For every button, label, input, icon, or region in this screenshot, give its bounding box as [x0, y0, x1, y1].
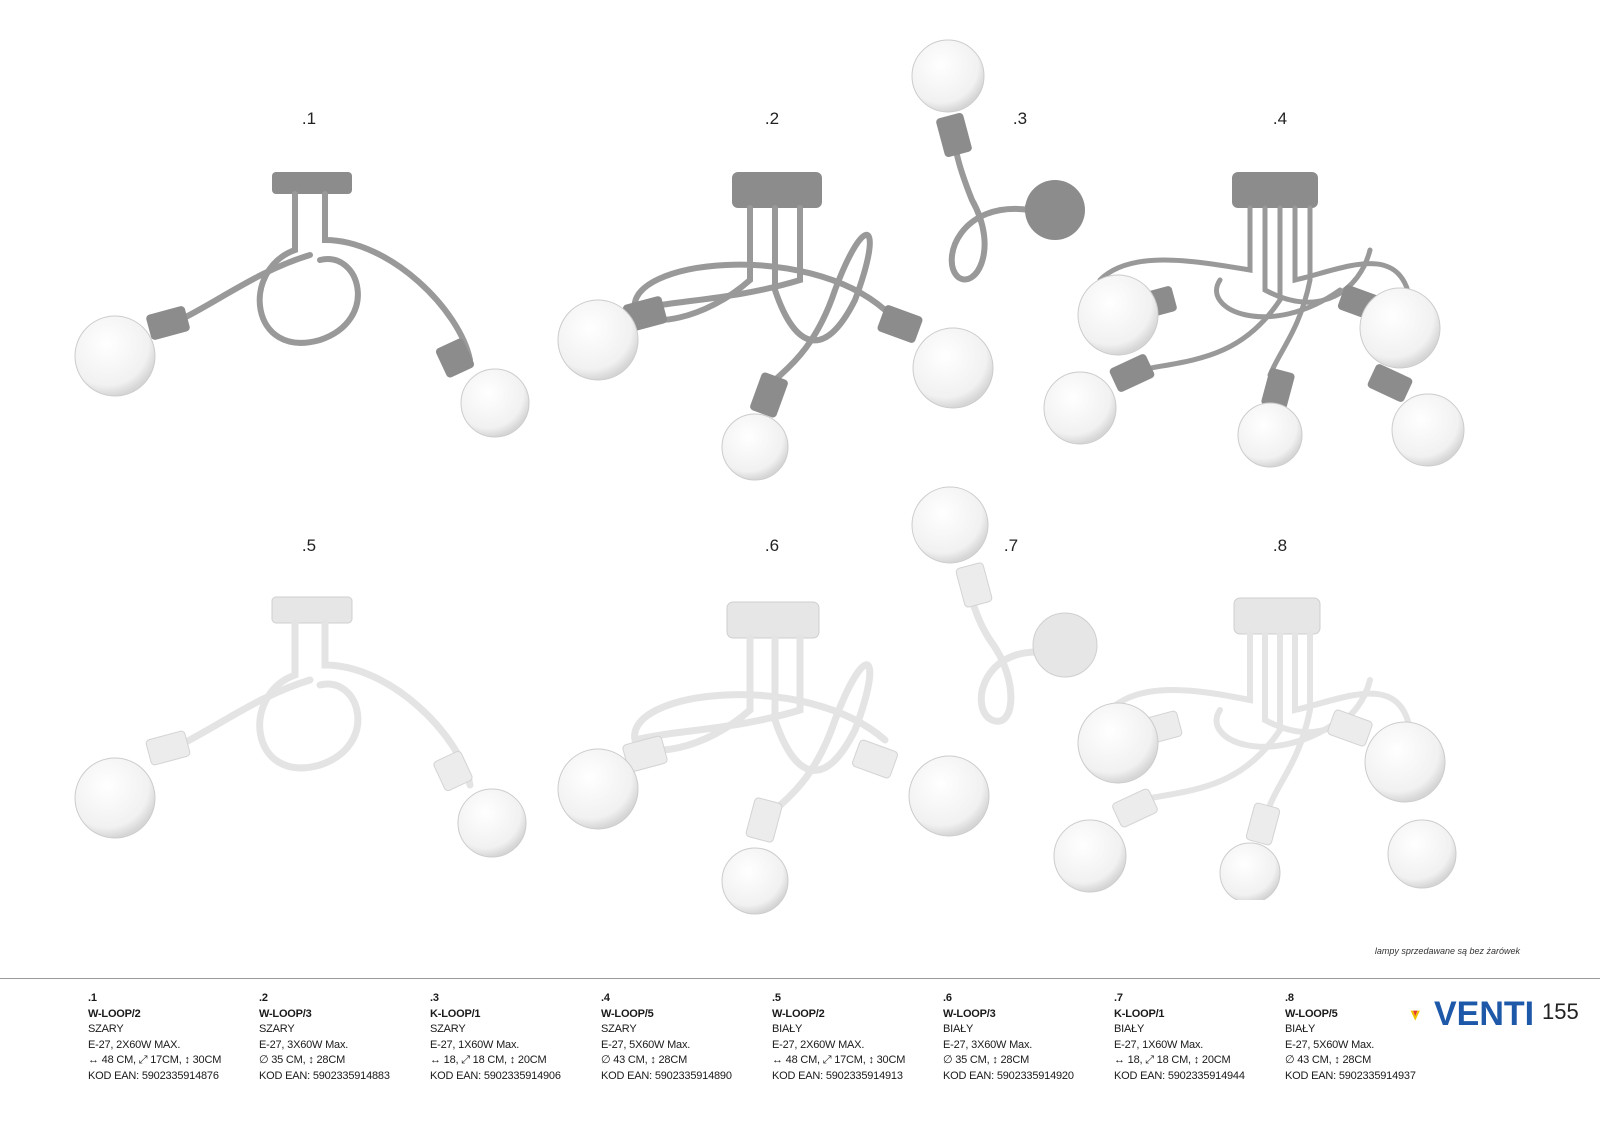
spec-code: K-LOOP/1 — [430, 1007, 481, 1020]
lamp-image-3 — [900, 30, 1100, 290]
spec-code: W-LOOP/2 — [88, 1007, 141, 1020]
spec-bulbs: E-27, 1X60W Max. — [430, 1038, 520, 1051]
product-number-4: .4 — [1272, 109, 1288, 128]
product-number-3: .3 — [1012, 109, 1028, 128]
lamp-image-6 — [555, 590, 1015, 935]
product-number-5: .5 — [301, 536, 317, 555]
product-number-2: .2 — [764, 109, 780, 128]
spec-number: .5 — [772, 992, 781, 1004]
spec-bulbs: E-27, 2X60W MAX. — [772, 1038, 865, 1051]
spec-number: .1 — [88, 992, 97, 1004]
spec-dims: ∅ 43 CM, ↕ 28CM — [1285, 1054, 1372, 1066]
product-number-7: .7 — [1003, 536, 1019, 555]
spec-ean: KOD EAN: 5902335914890 — [601, 1069, 732, 1082]
spec-ean: KOD EAN: 5902335914913 — [772, 1069, 903, 1082]
spec-number: .8 — [1285, 992, 1294, 1004]
spec-code: K-LOOP/1 — [1114, 1007, 1165, 1020]
spec-block-3: .3 K-LOOP/1 SZARY E-27, 1X60W Max. ↔ 18,… — [430, 991, 595, 1084]
spec-block-7: .7 K-LOOP/1 BIAŁY E-27, 1X60W Max. ↔ 18,… — [1114, 991, 1279, 1084]
spec-number: .4 — [601, 992, 610, 1004]
spec-color: BIAŁY — [772, 1023, 803, 1035]
spec-block-8: .8 W-LOOP/5 BIAŁY E-27, 5X60W Max. ∅ 43 … — [1285, 991, 1450, 1084]
venti-logo-icon — [1410, 1010, 1420, 1021]
spec-bulbs: E-27, 3X60W Max. — [259, 1038, 349, 1051]
spec-color: SZARY — [430, 1023, 466, 1035]
spec-block-4: .4 W-LOOP/5 SZARY E-27, 5X60W Max. ∅ 43 … — [601, 991, 766, 1084]
spec-block-2: .2 W-LOOP/3 SZARY E-27, 3X60W Max. ∅ 35 … — [259, 991, 424, 1084]
spec-bulbs: E-27, 3X60W Max. — [943, 1038, 1033, 1051]
spec-number: .3 — [430, 992, 439, 1004]
spec-code: W-LOOP/5 — [1285, 1007, 1338, 1020]
spec-bulbs: E-27, 1X60W Max. — [1114, 1038, 1204, 1051]
spec-bulbs: E-27, 5X60W Max. — [601, 1038, 691, 1051]
spec-bulbs: E-27, 5X60W Max. — [1285, 1038, 1375, 1051]
spec-ean: KOD EAN: 5902335914906 — [430, 1069, 561, 1082]
spec-ean: KOD EAN: 5902335914883 — [259, 1069, 390, 1082]
lamp-image-5 — [60, 585, 540, 875]
spec-dims: ↔ 48 CM, ⤢ 17CM, ↕ 30CM — [88, 1054, 222, 1066]
spec-color: SZARY — [88, 1023, 124, 1035]
page-number: 155 — [1542, 999, 1579, 1024]
spec-number: .6 — [943, 992, 952, 1004]
spec-color: SZARY — [601, 1023, 637, 1035]
note-no-bulbs: lampy sprzedawane są bez żarówek — [1374, 946, 1520, 956]
lamp-image-2 — [555, 160, 1015, 495]
spec-color: SZARY — [259, 1023, 295, 1035]
spec-block-5: .5 W-LOOP/2 BIAŁY E-27, 2X60W MAX. ↔ 48 … — [772, 991, 937, 1084]
product-number-6: .6 — [764, 536, 780, 555]
footer-divider — [0, 978, 1600, 979]
spec-ean: KOD EAN: 5902335914876 — [88, 1069, 219, 1082]
spec-number: .7 — [1114, 992, 1123, 1004]
spec-ean: KOD EAN: 5902335914944 — [1114, 1069, 1245, 1082]
spec-color: BIAŁY — [1114, 1023, 1145, 1035]
spec-code: W-LOOP/2 — [772, 1007, 825, 1020]
spec-dims: ∅ 43 CM, ↕ 28CM — [601, 1054, 688, 1066]
spec-code: W-LOOP/5 — [601, 1007, 654, 1020]
spec-block-1: .1 W-LOOP/2 SZARY E-27, 2X60W MAX. ↔ 48 … — [88, 991, 253, 1084]
spec-code: W-LOOP/3 — [259, 1007, 312, 1020]
lamp-image-8 — [1050, 590, 1500, 900]
spec-block-6: .6 W-LOOP/3 BIAŁY E-27, 3X60W Max. ∅ 35 … — [943, 991, 1108, 1084]
spec-color: BIAŁY — [943, 1023, 974, 1035]
spec-number: .2 — [259, 992, 268, 1004]
spec-dims: ∅ 35 CM, ↕ 28CM — [943, 1054, 1030, 1066]
lamp-image-1 — [60, 160, 540, 460]
lamp-image-7 — [900, 480, 1120, 750]
lamp-image-4 — [1040, 160, 1500, 480]
spec-dims: ↔ 18, ⤢ 18 CM, ↕ 20CM — [430, 1054, 547, 1066]
spec-dims: ↔ 48 CM, ⤢ 17CM, ↕ 30CM — [772, 1054, 906, 1066]
product-number-8: .8 — [1272, 536, 1288, 555]
spec-code: W-LOOP/3 — [943, 1007, 996, 1020]
product-number-1: .1 — [301, 109, 317, 128]
brand-logo: VENTI — [1434, 995, 1535, 1033]
spec-dims: ∅ 35 CM, ↕ 28CM — [259, 1054, 346, 1066]
spec-color: BIAŁY — [1285, 1023, 1316, 1035]
spec-bulbs: E-27, 2X60W MAX. — [88, 1038, 181, 1051]
spec-dims: ↔ 18, ⤢ 18 CM, ↕ 20CM — [1114, 1054, 1231, 1066]
spec-ean: KOD EAN: 5902335914937 — [1285, 1069, 1416, 1082]
spec-ean: KOD EAN: 5902335914920 — [943, 1069, 1074, 1082]
